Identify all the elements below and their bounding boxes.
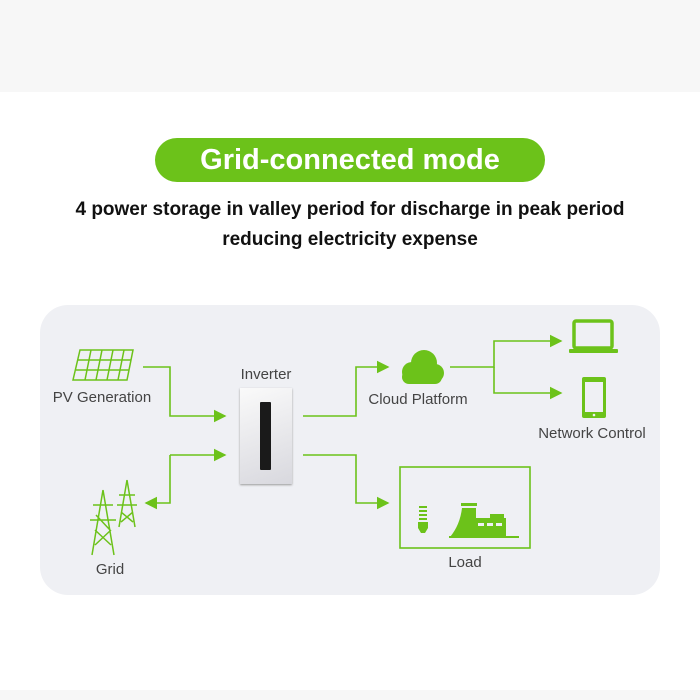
cloud-platform-label: Cloud Platform <box>368 391 468 408</box>
diagram-panel <box>40 305 660 595</box>
laptop-icon <box>569 319 618 353</box>
mode-title: Grid-connected mode <box>155 138 545 182</box>
subtitle-line-2: reducing electricity expense <box>222 229 478 250</box>
bottom-band <box>0 690 700 700</box>
inverter-to-cloud-line <box>303 360 390 417</box>
network-control-label: Network Control <box>538 425 646 442</box>
cloud-to-devices-line <box>450 334 563 368</box>
light-bulb-icon <box>418 506 428 533</box>
inverter-to-load-line <box>303 454 390 510</box>
cloud-icon <box>402 350 444 384</box>
load-box <box>399 466 531 549</box>
transmission-tower-icon <box>90 479 137 556</box>
grid-return-line <box>144 455 171 510</box>
grid-label: Grid <box>95 561 125 578</box>
subtitle-line-1: 4 power storage in valley period for dis… <box>75 199 625 220</box>
pv-to-inverter-line <box>143 366 227 423</box>
load-label: Load <box>448 554 482 571</box>
solar-panel-icon <box>72 349 134 381</box>
inverter-label: Inverter <box>240 366 292 383</box>
inverter-device <box>240 388 292 484</box>
pv-generation-label: PV Generation <box>52 389 152 406</box>
cloud-to-phone-line <box>493 367 563 400</box>
phone-icon <box>582 377 606 418</box>
factory-icon <box>449 503 519 538</box>
top-band <box>0 0 700 92</box>
